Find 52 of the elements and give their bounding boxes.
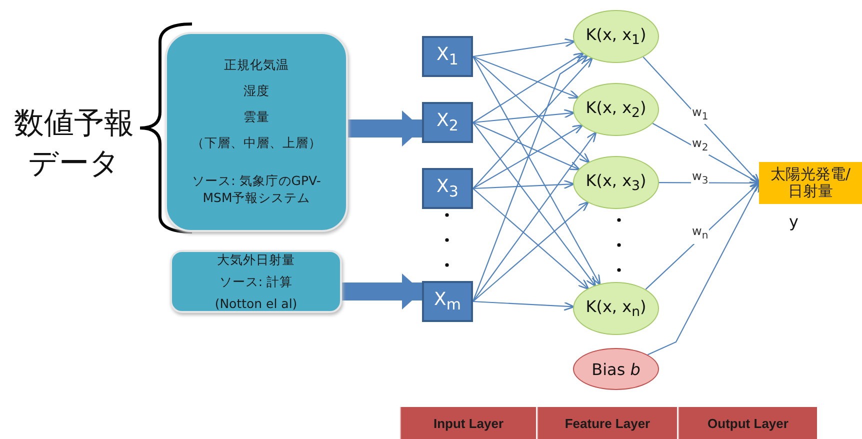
- kernel-label: K(x, x$_{n}$): [586, 296, 646, 320]
- kernel-ellipse: [573, 83, 659, 136]
- layer-table-cell: Input Layer: [400, 407, 536, 439]
- arrow: [472, 56, 590, 164]
- layer-table-cell: Feature Layer: [537, 407, 677, 439]
- arrow: [472, 56, 601, 286]
- output-box: [759, 162, 862, 204]
- box-text: ソース: 気象庁のGPV-MSM予報システム: [191, 173, 322, 207]
- box-text: 湿度: [244, 83, 270, 100]
- arrow: [472, 201, 590, 302]
- layer-table-cell: Output Layer: [678, 407, 817, 439]
- output-label: 太陽光発電/日射量: [769, 166, 852, 200]
- input-label: X$_{3}$: [436, 176, 458, 201]
- box-text: （下層、中層、上層）: [192, 135, 322, 152]
- input-label: X$_{m}$: [434, 289, 461, 314]
- bias-ellipse: [573, 348, 659, 390]
- data-group-heading: 数値予報データ: [13, 105, 135, 183]
- input-node-box: [422, 281, 473, 322]
- arrow: [472, 109, 575, 124]
- input-node-box: [422, 36, 473, 77]
- arrow: [472, 124, 584, 189]
- block-arrow: [348, 110, 422, 146]
- arrow: [472, 300, 575, 311]
- input-label: X$_{2}$: [436, 110, 458, 135]
- arrow: [645, 182, 760, 290]
- input-node-box: [422, 102, 473, 143]
- box-text: 大気外日射量: [217, 252, 295, 269]
- input-label: X$_{1}$: [436, 44, 458, 69]
- kernel-label: K(x, x$_{2}$): [586, 98, 646, 122]
- output-symbol: y: [789, 212, 798, 231]
- box-text: 雲量: [244, 109, 270, 126]
- kernel-label: K(x, x$_{1}$): [586, 24, 646, 48]
- arrow: [472, 38, 576, 58]
- arrow: [472, 122, 580, 170]
- bias-label: Bias b: [592, 360, 640, 378]
- input-node-box: [422, 168, 473, 209]
- arrow: [652, 122, 761, 184]
- arrow: [472, 52, 584, 123]
- arrow: [472, 57, 594, 189]
- box-text: (Notton el al): [214, 296, 298, 311]
- input-data-box: [165, 32, 348, 232]
- kernel-ellipse: [573, 156, 659, 209]
- arrow: [472, 56, 580, 99]
- input-data-box: [170, 250, 342, 313]
- arrow: [472, 180, 575, 190]
- box-text: ソース: 計算: [219, 274, 293, 291]
- block-arrow: [342, 274, 422, 310]
- arrow: [642, 56, 760, 184]
- arrow: [472, 188, 590, 290]
- arrow: [472, 54, 588, 302]
- kernel-label: K(x, x$_{3}$): [586, 170, 646, 194]
- box-text: 正規化気温: [224, 57, 289, 74]
